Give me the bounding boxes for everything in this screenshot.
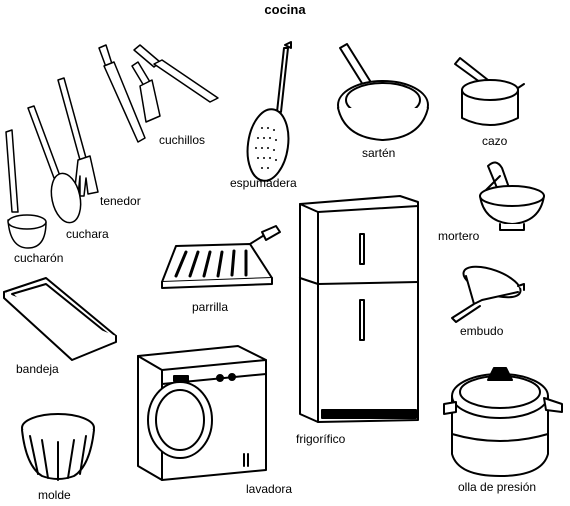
baking-mold-icon bbox=[21, 413, 95, 481]
knives-icon bbox=[98, 44, 219, 143]
ladle-icon bbox=[5, 129, 47, 249]
label-espumadera: espumadera bbox=[230, 176, 297, 190]
page-title: cocina bbox=[264, 2, 306, 17]
label-parrilla: parrilla bbox=[192, 300, 229, 314]
mortar-and-pestle-icon bbox=[479, 161, 545, 231]
refrigerator-icon bbox=[299, 195, 419, 423]
fork-icon bbox=[57, 77, 99, 197]
label-sarten: sartén bbox=[362, 146, 396, 160]
label-cuchara: cuchara bbox=[66, 227, 109, 241]
label-lavadora: lavadora bbox=[246, 482, 293, 496]
label-embudo: embudo bbox=[460, 324, 504, 338]
label-cazo: cazo bbox=[482, 134, 508, 148]
label-mortero: mortero bbox=[438, 229, 480, 243]
label-olla-de-presion: olla de presión bbox=[458, 480, 537, 494]
baking-tray-icon bbox=[3, 277, 117, 361]
frying-pan-icon bbox=[337, 43, 429, 141]
label-frigorifico: frigorífico bbox=[296, 432, 346, 446]
label-cucharon: cucharón bbox=[14, 251, 64, 265]
label-bandeja: bandeja bbox=[16, 362, 59, 376]
label-cuchillos: cuchillos bbox=[159, 133, 206, 147]
funnel-icon bbox=[451, 265, 525, 323]
washing-machine-icon bbox=[137, 345, 267, 481]
spoon-icon bbox=[27, 105, 82, 224]
label-molde: molde bbox=[38, 488, 71, 502]
skimmer-icon bbox=[246, 41, 292, 182]
grill-pan-icon bbox=[161, 225, 281, 289]
label-tenedor: tenedor bbox=[100, 194, 141, 208]
pressure-cooker-icon bbox=[443, 367, 563, 477]
saucepan-icon bbox=[454, 57, 525, 126]
